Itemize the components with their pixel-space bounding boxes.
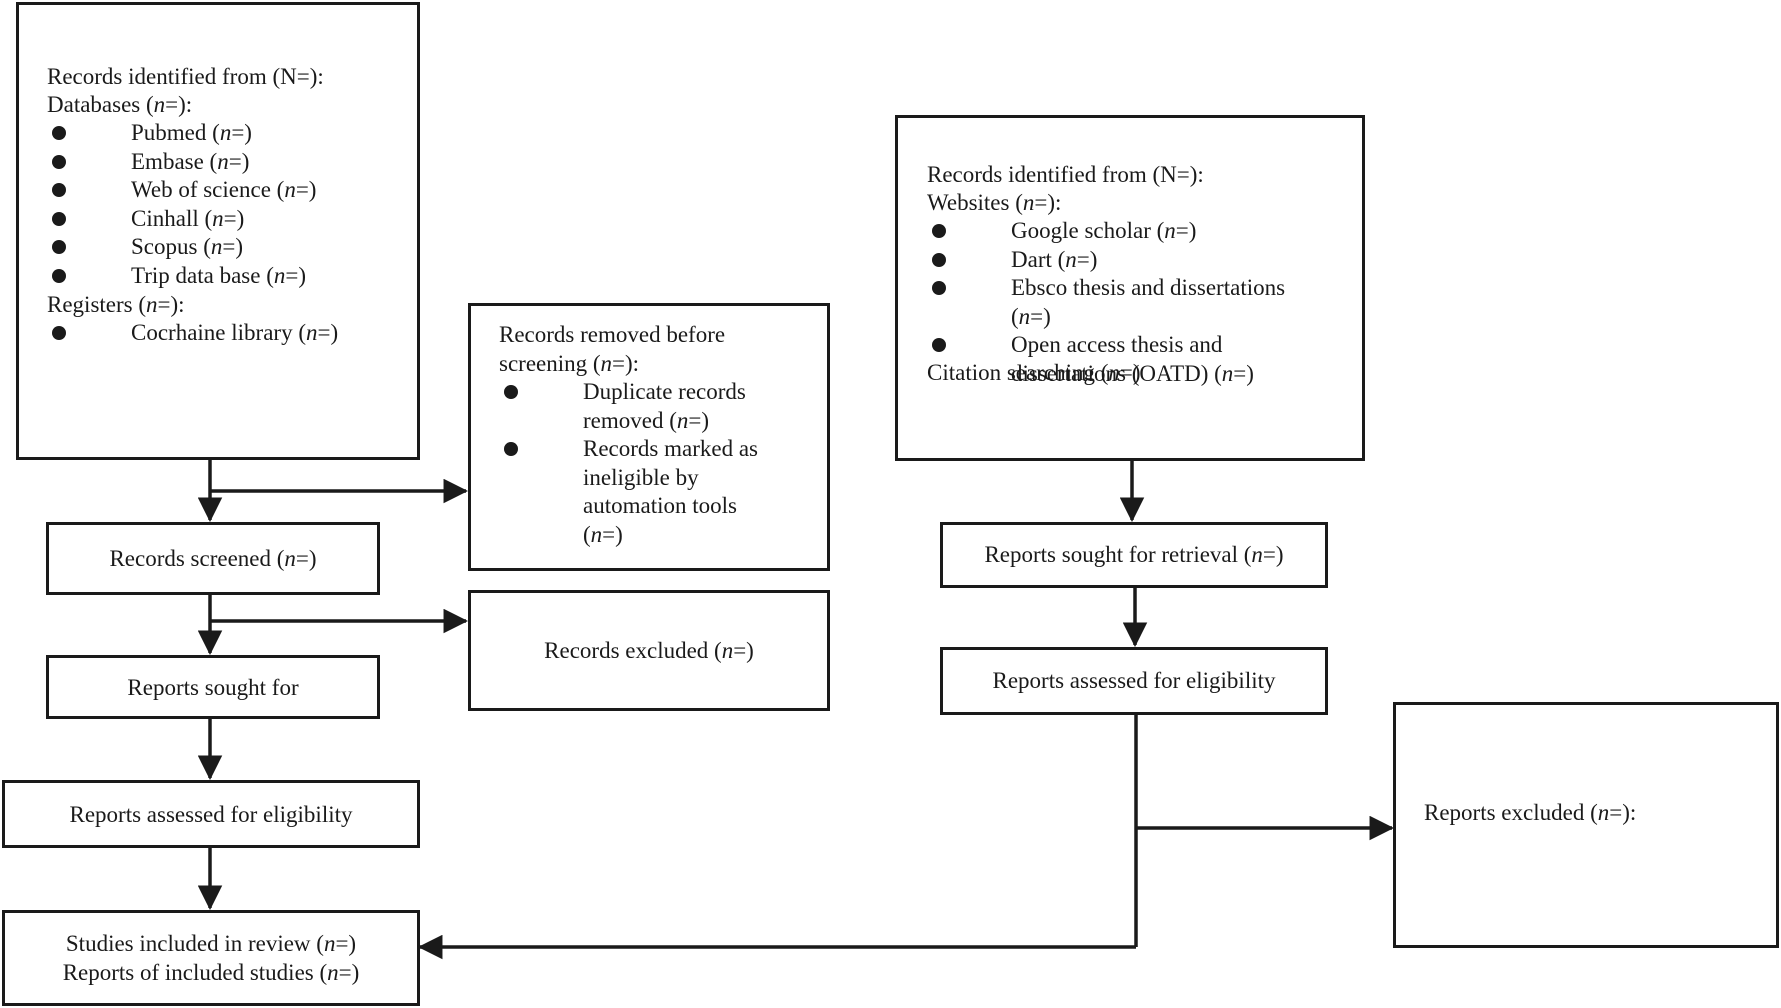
db-box-title: Records identified from (N=): [47,64,324,89]
bullet-icon [52,268,66,283]
databases-list: Pubmed (n=)Embase (n=)Web of science (n=… [47,119,316,290]
bullet-icon [52,183,66,197]
web-box-title: Records identified from (N=): [927,162,1204,187]
database-name: Scopus ( [131,234,211,259]
records-removed-box: Records removed before screening (n=): D… [468,303,830,571]
bullet-icon [52,154,66,169]
database-name: Pubmed ( [131,120,220,145]
database-item: Pubmed (n=) [47,119,316,148]
bullet-icon [504,385,518,399]
database-name: Trip data base ( [131,262,274,288]
database-item: Web of science (n=) [47,176,316,205]
bullet-icon [52,211,66,226]
registers-label: Registers (n=): [47,292,185,317]
reports-assessed-right-label: Reports assessed for eligibility [992,668,1276,693]
reports-sought-right-box: Reports sought for retrieval (n=) [940,522,1328,588]
databases-label: Databases (n=): [47,92,193,117]
records-identified-websites-box: Records identified from (N=): Websites (… [895,115,1365,461]
removed-title: Records removed before screening (n=): [499,322,726,376]
bullet-icon [932,338,946,352]
bullet-icon [52,240,66,254]
bullet-icon [52,326,66,340]
reports-sought-left-box: Reports sought for [46,655,380,719]
reports-assessed-right-box: Reports assessed for eligibility [940,647,1328,715]
website-item: Dart (n=) [927,246,1285,275]
database-item: Cinhall (n=) [47,205,316,234]
bullet-icon [932,224,946,238]
database-item: Scopus (n=) [47,233,316,262]
websites-label: Websites (n=): [927,190,1062,215]
records-screened-label: Records screened (n=) [109,546,317,571]
register-item: Cocrhaine library (n=) [47,319,338,348]
records-excluded-box: Records excluded (n=) [468,590,830,711]
records-identified-databases-box: Records identified from (N=): Databases … [16,2,420,460]
citation-searching-label: Citation searching (n=) [927,360,1141,385]
bullet-icon [52,126,66,140]
records-screened-box: Records screened (n=) [46,522,380,595]
reports-excluded-label: Reports excluded (n=): [1424,800,1637,825]
database-item: Trip data base (n=) [47,262,316,291]
database-name: Embase ( [131,148,218,174]
database-name: Web of science ( [131,177,285,202]
registers-list: Cocrhaine library (n=) [47,319,338,348]
reports-sought-right-label: Reports sought for retrieval (n=) [984,542,1284,567]
records-excluded-label: Records excluded (n=) [544,638,754,663]
reports-assessed-left-box: Reports assessed for eligibility [2,780,420,848]
bullet-icon [932,281,946,295]
register-name: Cocrhaine library ( [131,320,306,345]
website-item: Google scholar (n=) [927,217,1285,246]
database-item: Embase (n=) [47,148,316,177]
websites-list: Google scholar (n=)Dart (n=)Ebsco thesis… [927,217,1285,388]
reports-sought-left-label: Reports sought for [127,675,299,700]
website-item: Ebsco thesis and dissertations(n=) [927,274,1285,331]
bullet-icon [504,442,518,456]
studies-included-label: Studies included in review (n=) Reports … [62,931,360,985]
studies-included-box: Studies included in review (n=) Reports … [2,910,420,1006]
database-name: Cinhall ( [131,205,213,231]
reports-excluded-box: Reports excluded (n=): [1393,702,1779,948]
bullet-icon [932,252,946,267]
reports-assessed-left-label: Reports assessed for eligibility [69,802,353,827]
